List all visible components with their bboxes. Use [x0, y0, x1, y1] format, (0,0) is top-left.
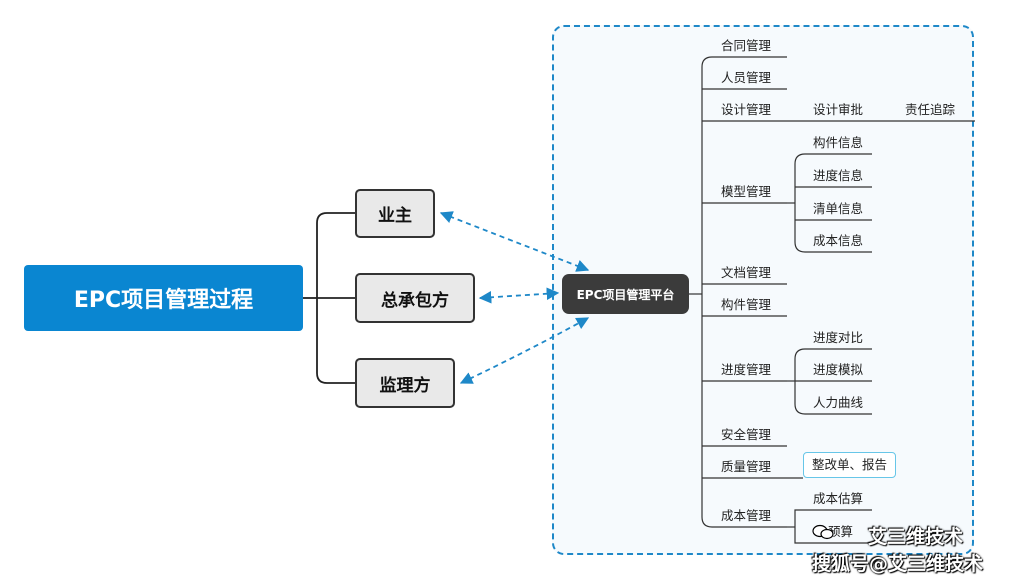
- party-supervisor: 监理方: [355, 358, 455, 408]
- party-owner: 业主: [355, 189, 435, 238]
- watermark-line2: 搜狐号@艾三维技术: [812, 553, 984, 575]
- model-progress-info: 进度信息: [813, 168, 864, 183]
- module-schedule: 进度管理: [721, 362, 772, 377]
- wechat-icon: [812, 524, 834, 540]
- schedule-compare: 进度对比: [813, 330, 864, 345]
- model-component-info: 构件信息: [813, 135, 864, 150]
- module-safety: 安全管理: [721, 427, 772, 442]
- cost-budget: 预算: [828, 524, 854, 539]
- root-node: EPC项目管理过程: [24, 265, 303, 331]
- module-quality: 质量管理: [721, 459, 772, 474]
- module-component: 构件管理: [721, 297, 772, 312]
- module-design: 设计管理: [721, 102, 772, 117]
- design-approval: 设计审批: [813, 102, 864, 117]
- platform-node: EPC项目管理平台: [562, 274, 689, 314]
- module-model: 模型管理: [721, 184, 772, 199]
- module-tree-lines: [689, 56, 975, 544]
- link-arrows: [439, 211, 590, 384]
- schedule-simulation: 进度模拟: [813, 362, 864, 377]
- module-personnel: 人员管理: [721, 70, 772, 85]
- root-tree-lines: [303, 212, 355, 384]
- module-cost: 成本管理: [721, 508, 772, 523]
- module-contract: 合同管理: [721, 38, 772, 53]
- labor-curve: 人力曲线: [813, 395, 864, 410]
- module-document: 文档管理: [721, 265, 772, 280]
- responsibility-tracking: 责任追踪: [905, 102, 956, 117]
- party-general-contractor: 总承包方: [355, 273, 475, 323]
- cost-estimate: 成本估算: [813, 491, 864, 506]
- watermark-line1: 艾三维技术: [868, 526, 964, 548]
- model-cost-info: 成本信息: [813, 233, 864, 248]
- quality-rectification-report: 整改单、报告: [803, 452, 897, 478]
- model-bill-info: 清单信息: [813, 201, 864, 216]
